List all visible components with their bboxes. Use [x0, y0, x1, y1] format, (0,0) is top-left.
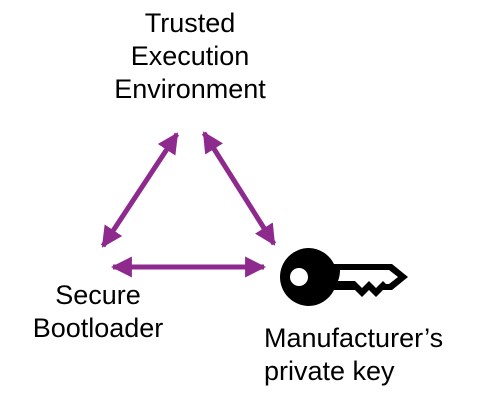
node-label-line: Environment [114, 74, 266, 104]
arrow-tee-bootloader [100, 132, 180, 248]
node-secure-bootloader: Secure Bootloader [18, 279, 178, 345]
node-trusted-execution-environment: Trusted Execution Environment [0, 7, 380, 106]
arrow-tee-manufacturer-key [201, 131, 277, 246]
node-label-line: Trusted [144, 8, 236, 38]
node-manufacturer-private-key: Manufacturer’s private key [264, 322, 443, 388]
node-label-line: private key [264, 356, 395, 386]
node-label-line: Execution [130, 41, 250, 71]
node-label-line: Bootloader [32, 313, 164, 343]
key-icon [280, 248, 408, 306]
node-label-line: Manufacturer’s [264, 323, 444, 353]
node-label-line: Secure [55, 280, 141, 310]
